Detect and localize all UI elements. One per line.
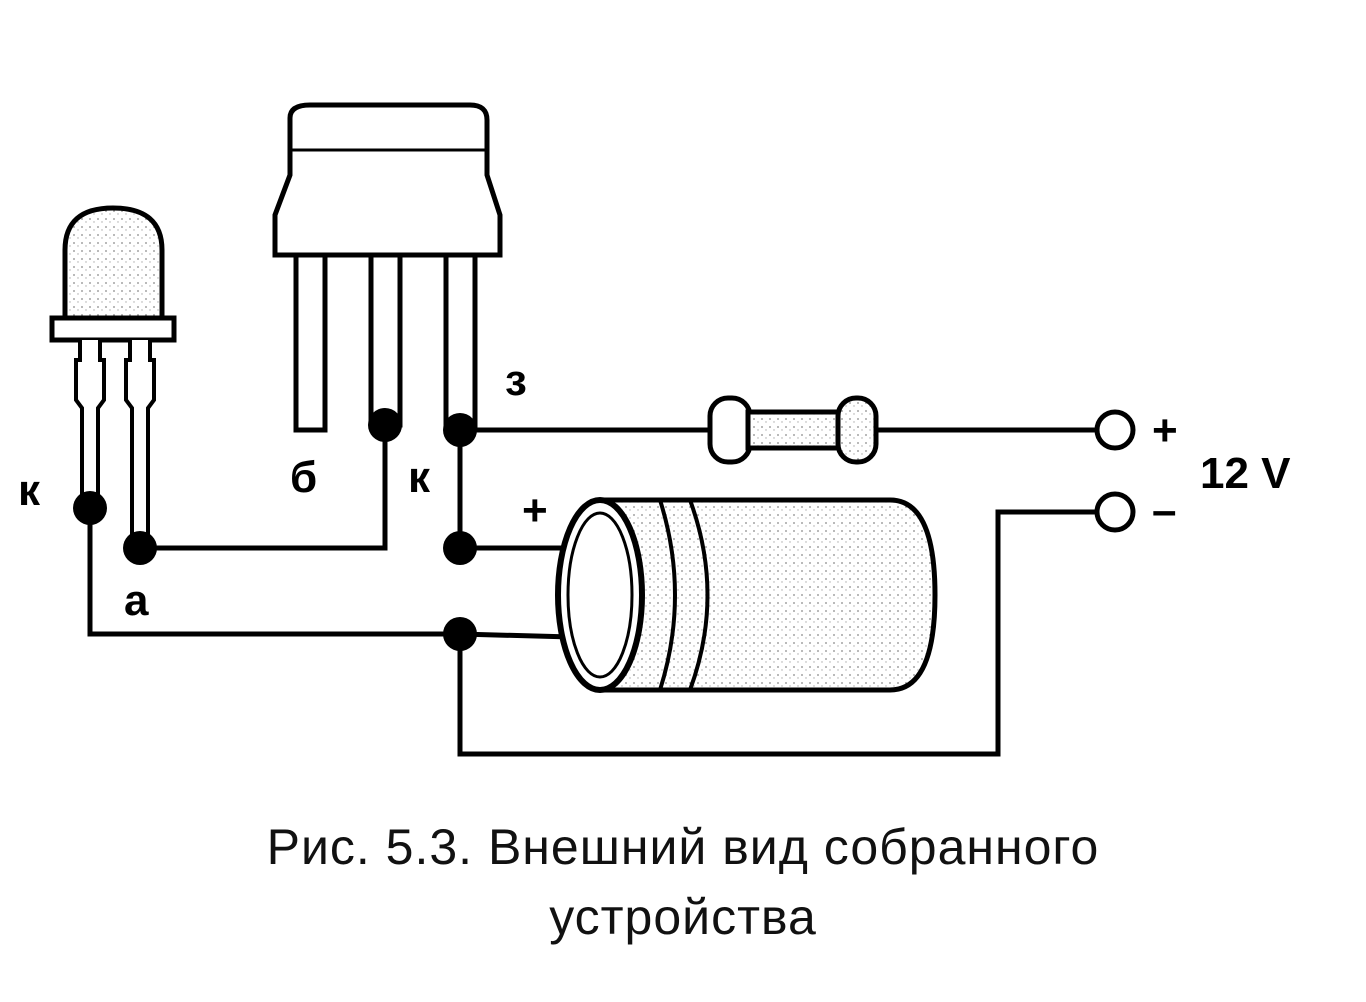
label-supply-minus: – — [1152, 486, 1176, 535]
label-cap-plus: + — [522, 486, 548, 535]
label-led-anode: а — [124, 576, 149, 625]
label-base: б — [290, 453, 317, 502]
caption-line-1: Рис. 5.3. Внешний вид собранного — [266, 819, 1100, 875]
capacitor — [555, 497, 938, 693]
label-collector: к — [408, 453, 431, 502]
transistor — [272, 102, 503, 433]
label-led-cathode: к — [18, 466, 41, 515]
junction-nodes — [73, 408, 477, 651]
terminal-plus — [1094, 409, 1136, 451]
label-gate: з — [505, 356, 527, 405]
led — [49, 205, 177, 542]
resistor — [707, 395, 879, 465]
caption-line-2: устройства — [549, 889, 817, 945]
label-voltage: 12 V — [1200, 449, 1291, 498]
terminal-minus — [1094, 491, 1136, 533]
label-supply-plus: + — [1152, 406, 1178, 455]
wires — [87, 427, 1098, 757]
